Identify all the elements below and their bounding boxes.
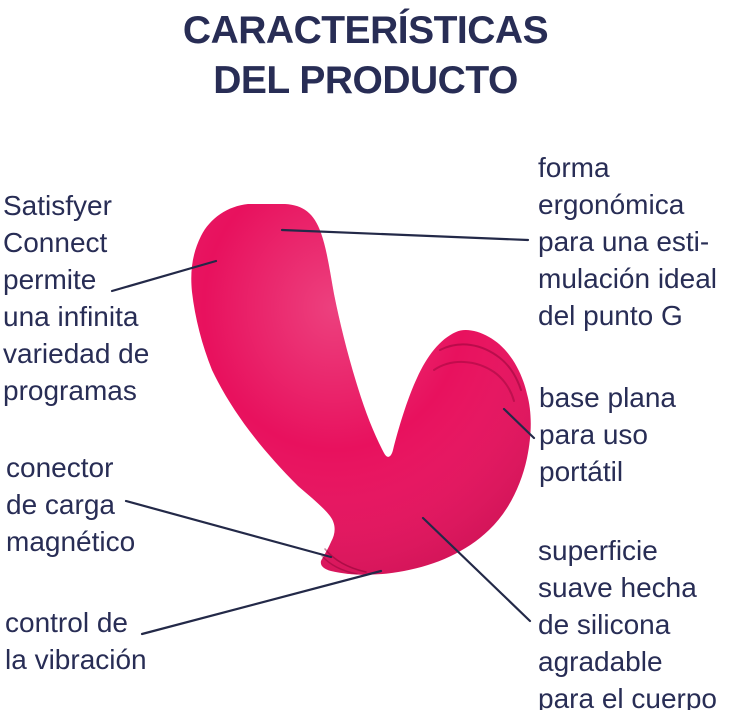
product-illustration — [191, 204, 531, 575]
callout-lines — [110, 228, 536, 636]
callout-label-ergonomic-shape: forma ergonómica para una esti- mulación… — [538, 152, 717, 331]
base-ridge-line-2 — [321, 555, 358, 575]
callout-line-magnetic-charging — [124, 499, 333, 559]
callout-label-flat-base: base plana para uso portátil — [539, 382, 677, 487]
callout-line-vibration-control — [140, 569, 383, 636]
callout-line-ergonomic-shape — [280, 228, 530, 242]
callout-label-app-programs: Satisfyer Connect permite una infinita v… — [3, 190, 150, 406]
page-title: CARACTERÍSTICAS DEL PRODUCTO — [182, 9, 549, 102]
wing-ridge-line-2 — [433, 360, 515, 402]
callout-line-flat-base — [502, 407, 536, 440]
callout-label-soft-silicone: superficie suave hecha de silicona agrad… — [538, 535, 718, 710]
callout-label-vibration-control: control de la vibración — [5, 607, 147, 675]
product-body-shading — [191, 204, 531, 575]
wing-ridge-line-1 — [439, 343, 522, 391]
callout-line-app-programs — [110, 259, 218, 293]
callout-label-magnetic-charging: conector de carga magnético — [6, 452, 136, 557]
callout-line-soft-silicone — [421, 516, 532, 623]
base-ridge-line-1 — [324, 548, 367, 573]
